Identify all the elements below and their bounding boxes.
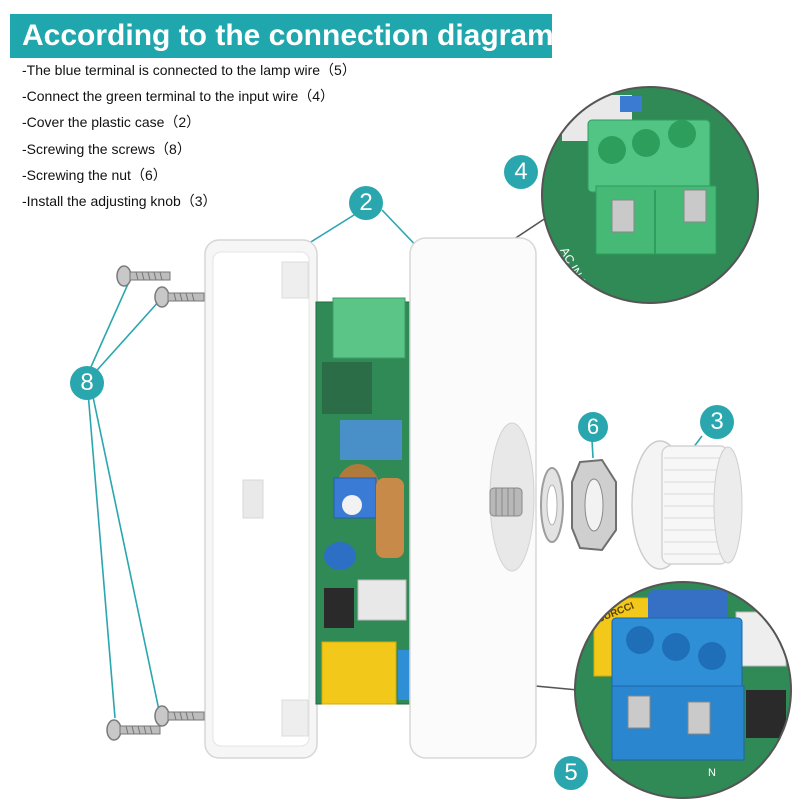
instruction-step: -Cover the plastic case（2）	[22, 114, 201, 131]
zoom-green-terminal: AC IN 220-240V	[541, 86, 759, 304]
leader-screw-top-2	[89, 299, 161, 379]
adjusting-knob	[631, 440, 743, 570]
instruction-step: -Install the adjusting knob（3）	[22, 192, 217, 209]
screw-top-left	[116, 265, 171, 287]
leader-lines	[85, 209, 703, 719]
instruction-step: -Screwing the screws（8）	[22, 140, 191, 157]
terminal-n-label: N	[708, 767, 716, 779]
screw-top-right	[154, 286, 205, 308]
instruction-step: -Connect the green terminal to the input…	[22, 88, 335, 105]
instruction-list: -The blue terminal is connected to the l…	[22, 60, 356, 217]
callout-knob: 3	[700, 405, 734, 439]
circuit-board	[315, 297, 411, 705]
callout-case: 2	[349, 186, 383, 220]
callout-blue-terminal: 5	[554, 756, 588, 790]
front-cover	[409, 237, 537, 759]
open-housing	[204, 239, 318, 759]
callout-nut: 6	[578, 412, 608, 442]
instruction-step: -The blue terminal is connected to the l…	[22, 62, 356, 78]
washer	[540, 467, 564, 543]
screw-bottom-right	[154, 705, 205, 727]
screws	[106, 265, 205, 741]
callout-screws: 8	[70, 366, 104, 400]
hex-nut	[571, 458, 617, 552]
screw-bottom-left	[106, 719, 161, 741]
page-title: According to the connection diagram	[22, 19, 554, 52]
leader-nut	[591, 439, 594, 459]
zoom-blue-terminal: JURCCI N	[574, 581, 792, 799]
leader-screw-bottom-1	[87, 391, 116, 719]
title-banner	[10, 14, 552, 58]
instruction-step: -Screwing the nut（6）	[22, 166, 167, 183]
leader-screw-bottom-2	[91, 391, 161, 716]
callout-green-terminal: 4	[504, 155, 538, 189]
leader-screw-top-1	[85, 274, 133, 379]
